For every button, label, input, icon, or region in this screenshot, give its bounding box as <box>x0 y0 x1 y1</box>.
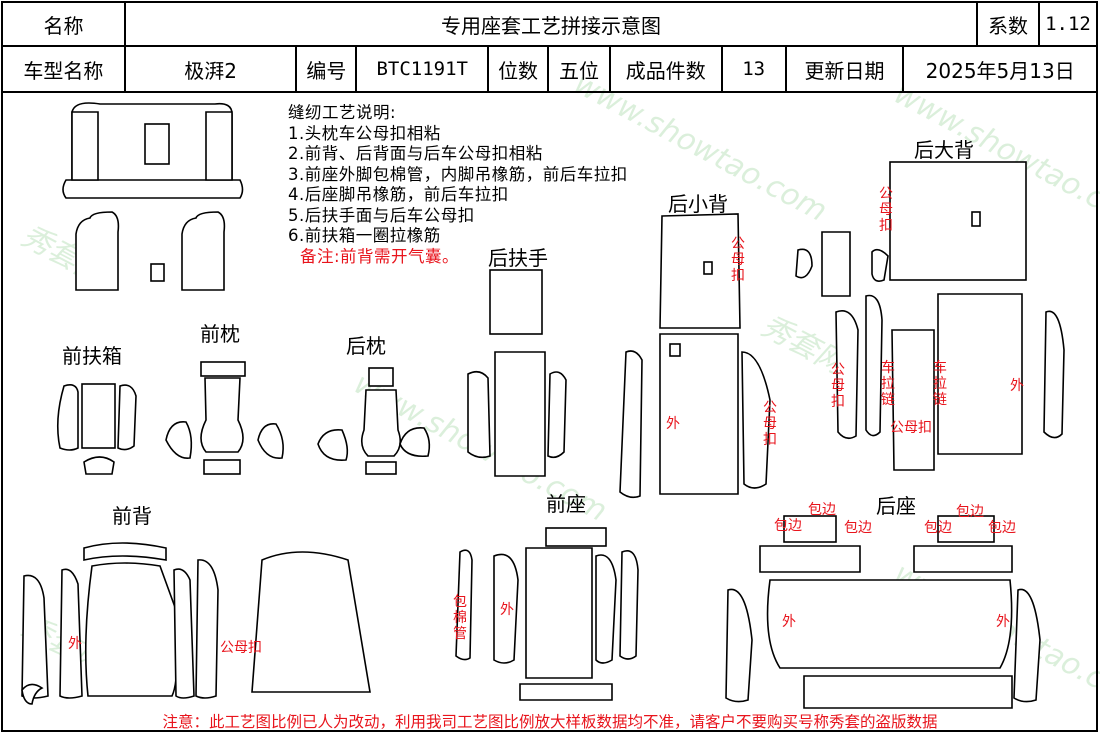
annotation-buckle: 公母扣 <box>879 186 893 234</box>
pieces-value: 13 <box>723 47 787 91</box>
annotation-zipper: 车拉链 <box>881 360 895 408</box>
annotation-binding: 包边 <box>924 520 952 536</box>
header-row-2: 车型名称 极湃2 编号 BTC1191T 位数 五位 成品件数 13 更新日期 … <box>3 47 1096 91</box>
update-label: 更新日期 <box>787 47 905 91</box>
notes-item: 4.后座脚吊橡筋，前后车拉扣 <box>288 185 509 204</box>
coef-value: 1.12 <box>1045 13 1091 35</box>
seat-thumbnail <box>62 102 244 291</box>
notes-title: 缝纫工艺说明: <box>288 103 397 122</box>
notes-item: 6.前扶箱一圈拉橡筋 <box>288 226 441 245</box>
doc-title: 专用座套工艺拼接示意图 <box>126 3 978 45</box>
seat-label: 位数 <box>489 47 550 91</box>
annotation-binding: 包边 <box>808 502 836 518</box>
annotation-outer: 外 <box>500 602 514 618</box>
front-box-pieces <box>56 383 137 475</box>
front-back-pieces <box>21 542 371 705</box>
annotation-buckle: 公母扣 <box>731 236 745 284</box>
rear-big-back-pieces <box>795 161 1065 471</box>
section-label-rear-small-back: 后小背 <box>668 192 728 216</box>
seat-value: 五位 <box>549 47 611 91</box>
section-label-rear-seat: 后座 <box>876 494 916 518</box>
rear-armrest-pieces <box>467 269 567 477</box>
notes-item: 1.头枕车公母扣相粘 <box>288 123 441 143</box>
notes-item: 5.后扶手面与后车公母扣 <box>288 205 475 225</box>
section-label-front-seat: 前座 <box>546 492 586 516</box>
notes-item: 3.前座外脚包棉管，内脚吊橡筋，前后车拉扣 <box>288 164 628 184</box>
front-pillow-pieces <box>165 361 284 475</box>
notes-remark: 备注:前背需开气囊。 <box>300 246 460 266</box>
annotation-cotton-tube: 包棉管 <box>453 594 467 642</box>
section-label-front-pillow: 前枕 <box>200 322 240 346</box>
rear-seat-pieces <box>725 515 1041 709</box>
model-label: 车型名称 <box>3 47 126 91</box>
annotation-outer: 外 <box>996 614 1010 630</box>
annotation-outer: 外 <box>1010 378 1024 394</box>
annotation-outer: 外 <box>666 416 680 432</box>
rear-pillow-pieces <box>317 367 431 475</box>
section-label-front-box: 前扶箱 <box>62 344 122 368</box>
annotation-binding: 包边 <box>844 520 872 536</box>
annotation-binding: 包边 <box>988 520 1016 536</box>
header-table: 名称 专用座套工艺拼接示意图 系数 1.12 车型名称 极湃2 编号 BTC11… <box>1 1 1098 93</box>
code-label: 编号 <box>297 47 358 91</box>
annotation-buckle: 公母扣 <box>763 400 777 448</box>
section-label-front-back: 前背 <box>112 504 152 528</box>
annotation-outer: 外 <box>68 636 82 652</box>
annotation-zipper: 车拉链 <box>933 360 947 408</box>
update-value: 2025年5月13日 <box>925 58 1075 83</box>
annotation-buckle: 公母扣 <box>890 420 932 436</box>
annotation-binding: 包边 <box>956 504 984 520</box>
section-label-rear-armrest: 后扶手 <box>488 246 548 270</box>
sewing-notes: 缝纫工艺说明: 1.头枕车公母扣相粘 2.前背、后背面与后车公母扣相粘 3.前座… <box>288 103 628 267</box>
section-label-rear-big-back: 后大背 <box>914 138 974 162</box>
notes-item: 2.前背、后背面与后车公母扣相粘 <box>288 144 543 163</box>
pieces-label: 成品件数 <box>611 47 723 91</box>
rear-small-back-pieces <box>619 213 771 499</box>
code-value: BTC1191T <box>357 47 490 91</box>
front-seat-pieces <box>455 527 639 701</box>
annotation-buckle: 公母扣 <box>220 640 262 656</box>
annotation-binding: 包边 <box>774 518 802 534</box>
name-label: 名称 <box>3 3 126 45</box>
section-label-rear-pillow: 后枕 <box>346 334 386 358</box>
annotation-outer: 外 <box>782 614 796 630</box>
annotation-buckle: 公母扣 <box>831 362 845 410</box>
footer-notice: 注意：此工艺图比例已人为改动，利用我司工艺图比例放大样板数据均不准，请客户不要购… <box>162 713 938 731</box>
header-row-1: 名称 专用座套工艺拼接示意图 系数 1.12 <box>3 3 1096 47</box>
model-value: 极湃2 <box>126 47 298 91</box>
coef-label: 系数 <box>978 3 1040 45</box>
